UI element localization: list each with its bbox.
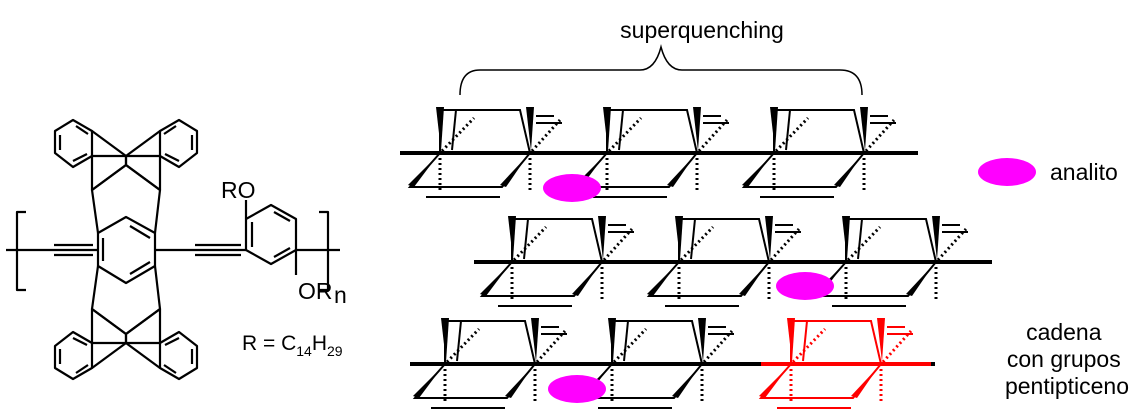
chain-label-line-3: pentipticeno — [1005, 373, 1129, 399]
analyte-legend-icon — [978, 158, 1036, 186]
analyte-molecule — [548, 375, 606, 403]
analyte-molecule — [543, 174, 601, 202]
top-bicyclic-frame — [90, 163, 162, 234]
pentiptycene-polymer-structure — [6, 118, 340, 381]
pentiptycene-unit — [741, 107, 896, 198]
dialkoxy-benzene-ring — [244, 203, 298, 266]
polymer-chain-top — [400, 107, 918, 198]
ro-substituent-label: RO — [221, 177, 256, 203]
polymer-chain-middle — [474, 216, 992, 307]
or-substituent-label: OR — [298, 278, 333, 304]
r-group-definition: R = C14H29 — [242, 332, 343, 359]
analyte-legend-label: analito — [1050, 159, 1118, 185]
central-benzene-ring — [96, 215, 157, 285]
chain-label: cadena con grupos pentipticeno — [1005, 319, 1129, 399]
superquenching-brace — [459, 44, 863, 96]
polymer-chains — [400, 107, 992, 409]
superquenching-label: superquenching — [620, 17, 784, 43]
pentiptycene-unit — [412, 318, 567, 409]
analyte-molecule — [776, 272, 834, 300]
chain-label-line-1: cadena — [1026, 319, 1102, 345]
pentiptycene-unit — [407, 107, 562, 198]
pentiptycene-unit — [646, 216, 801, 307]
pentiptycene-unit — [479, 216, 634, 307]
repeat-index-label: n — [334, 282, 347, 308]
polymer-chain-bottom — [410, 318, 935, 409]
chain-label-line-2: con grupos — [1007, 346, 1121, 372]
pentiptycene-unit — [758, 318, 931, 409]
bottom-bicyclic-frame — [90, 265, 162, 336]
analyte-molecules — [543, 174, 834, 403]
pentiptycene-unit — [574, 107, 729, 198]
